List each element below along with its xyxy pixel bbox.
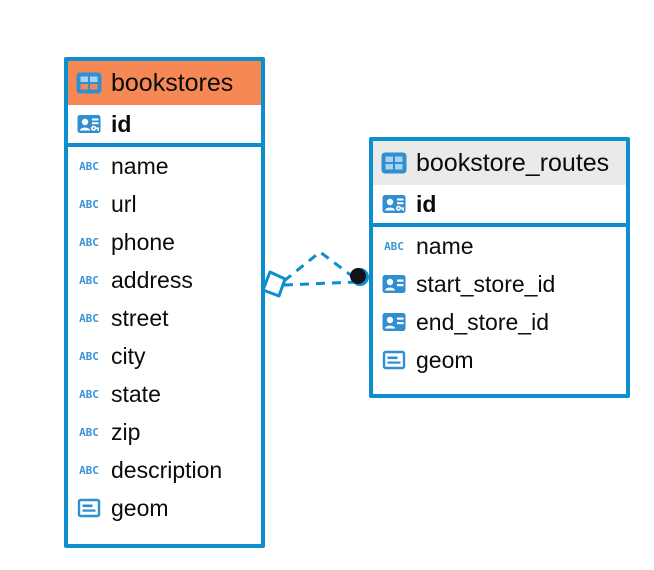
field-row-address[interactable]: ABC address xyxy=(68,261,261,299)
table-icon xyxy=(381,152,407,174)
field-row-zip[interactable]: ABC zip xyxy=(68,413,261,451)
field-row-id[interactable]: id xyxy=(68,105,261,143)
entity-bookstores[interactable]: bookstores id xyxy=(64,57,265,548)
field-list-bookstores: ABC name ABC url ABC phone ABC ad xyxy=(68,147,261,527)
svg-text:ABC: ABC xyxy=(79,160,99,173)
relationship-line-lower xyxy=(283,280,357,287)
text-abc-icon: ABC xyxy=(79,350,99,363)
diamond-open-marker xyxy=(261,270,287,298)
field-label-description: description xyxy=(111,456,223,483)
text-abc-icon: ABC xyxy=(79,464,99,477)
svg-text:ABC: ABC xyxy=(79,426,99,439)
field-row-phone[interactable]: ABC phone xyxy=(68,223,261,261)
text-abc-icon: ABC xyxy=(79,388,99,401)
svg-text:ABC: ABC xyxy=(384,240,404,253)
svg-text:ABC: ABC xyxy=(79,236,99,249)
entity-header-bookstores[interactable]: bookstores xyxy=(68,61,261,105)
relationship-line-upper xyxy=(283,250,357,283)
svg-text:ABC: ABC xyxy=(79,350,99,363)
text-abc-icon: ABC xyxy=(79,312,99,325)
foreign-key-icon xyxy=(382,313,406,331)
svg-text:ABC: ABC xyxy=(79,198,99,211)
field-label-end-store-id: end_store_id xyxy=(416,308,549,335)
svg-text:ABC: ABC xyxy=(79,388,99,401)
key-section-bookstores: id xyxy=(68,105,261,147)
geometry-icon xyxy=(382,350,406,370)
text-abc-icon: ABC xyxy=(79,426,99,439)
field-label-geom: geom xyxy=(416,346,474,373)
svg-text:ABC: ABC xyxy=(79,274,99,287)
text-abc-icon: ABC xyxy=(384,240,404,253)
field-label-address: address xyxy=(111,266,193,293)
field-row-geom[interactable]: geom xyxy=(373,341,626,379)
primary-key-icon xyxy=(77,115,101,133)
svg-text:ABC: ABC xyxy=(79,312,99,325)
field-row-city[interactable]: ABC city xyxy=(68,337,261,375)
field-label-id: id xyxy=(111,110,132,137)
svg-text:ABC: ABC xyxy=(79,464,99,477)
field-label-phone: phone xyxy=(111,228,175,255)
field-row-start-store-id[interactable]: start_store_id xyxy=(373,265,626,303)
key-section-bookstore-routes: id xyxy=(373,185,626,227)
field-label-city: city xyxy=(111,342,146,369)
text-abc-icon: ABC xyxy=(79,274,99,287)
entity-header-bookstore-routes[interactable]: bookstore_routes xyxy=(373,141,626,185)
field-row-description[interactable]: ABC description xyxy=(68,451,261,489)
geometry-icon xyxy=(77,498,101,518)
field-row-end-store-id[interactable]: end_store_id xyxy=(373,303,626,341)
field-label-url: url xyxy=(111,190,137,217)
field-label-id: id xyxy=(416,190,437,217)
field-row-street[interactable]: ABC street xyxy=(68,299,261,337)
entity-bookstore-routes[interactable]: bookstore_routes id xyxy=(369,137,630,398)
field-label-start-store-id: start_store_id xyxy=(416,270,556,297)
field-label-geom: geom xyxy=(111,494,169,521)
field-label-name: name xyxy=(416,232,474,259)
field-label-street: street xyxy=(111,304,169,331)
table-icon xyxy=(76,72,102,94)
filled-circle-marker xyxy=(350,268,369,286)
entity-title-bookstores: bookstores xyxy=(111,68,234,97)
field-list-bookstore-routes: ABC name start_store_id xyxy=(373,227,626,379)
field-row-state[interactable]: ABC state xyxy=(68,375,261,413)
foreign-key-icon xyxy=(382,275,406,293)
field-row-name[interactable]: ABC name xyxy=(373,227,626,265)
primary-key-icon xyxy=(382,195,406,213)
field-row-id[interactable]: id xyxy=(373,185,626,223)
field-label-name: name xyxy=(111,152,169,179)
field-row-name[interactable]: ABC name xyxy=(68,147,261,185)
field-label-zip: zip xyxy=(111,418,141,445)
text-abc-icon: ABC xyxy=(79,236,99,249)
field-row-geom[interactable]: geom xyxy=(68,489,261,527)
field-label-state: state xyxy=(111,380,161,407)
entity-title-bookstore-routes: bookstore_routes xyxy=(416,148,610,177)
text-abc-icon: ABC xyxy=(79,198,99,211)
text-abc-icon: ABC xyxy=(79,160,99,173)
field-row-url[interactable]: ABC url xyxy=(68,185,261,223)
